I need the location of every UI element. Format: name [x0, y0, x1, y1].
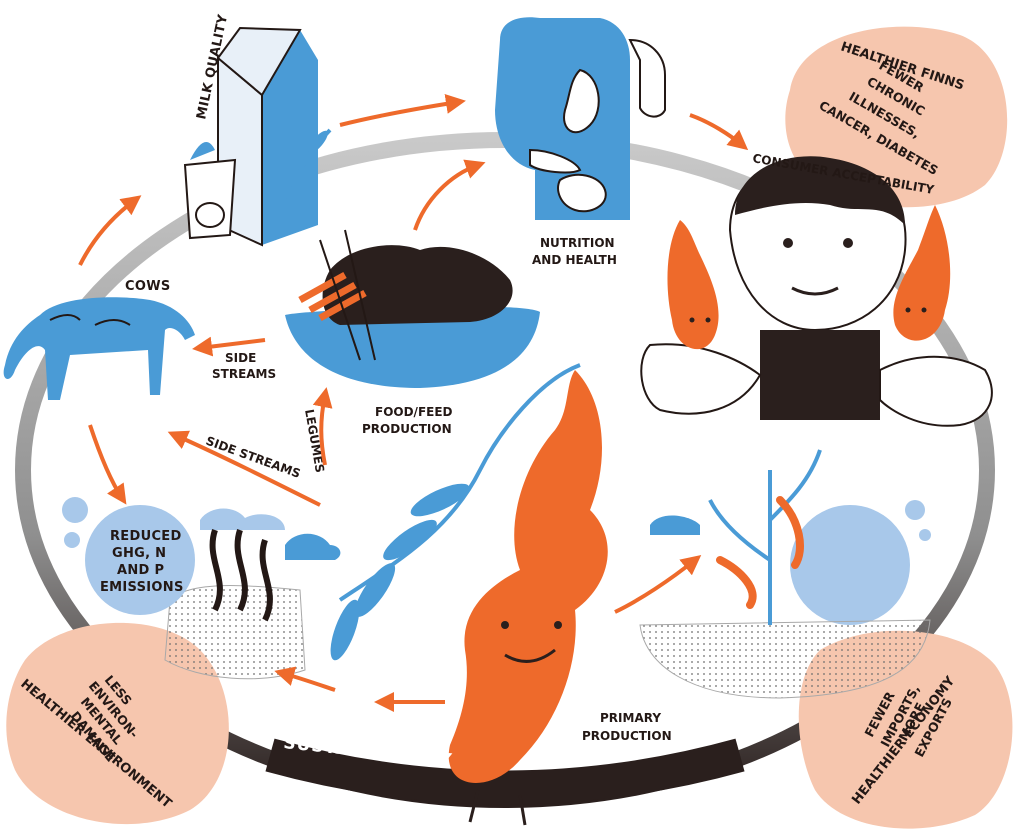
emissions-label-4: EMISSIONS	[100, 580, 184, 595]
arrow-legumes-up	[312, 387, 333, 466]
outcome-finns: HEALTHIER FINNS FEWER CHRONIC ILLNESSES,…	[785, 26, 1008, 208]
arrow-feed-to-cows	[192, 336, 266, 357]
food-feed-label-1: FOOD/FEED	[375, 405, 453, 419]
outcome-environment: HEALTHIER ENVIRONMENT LESS ENVIRON- MENT…	[6, 622, 229, 825]
arrow-milk-to-nutrition	[339, 93, 466, 127]
arrow-feed-to-torso	[413, 159, 486, 231]
food-feed-label-2: PRODUCTION	[362, 422, 452, 436]
milk-carton-icon	[183, 26, 332, 247]
emissions-circle	[85, 505, 195, 615]
held-bean-left-icon	[667, 220, 719, 350]
cows-label: COWS	[125, 279, 171, 294]
nutrition-label-2: AND HEALTH	[532, 253, 617, 267]
faba-bean-character-icon	[330, 363, 608, 826]
cow-icon	[3, 297, 196, 400]
side-streams-label-2: STREAMS	[212, 367, 276, 381]
primary-production-label-1: PRIMARY	[600, 711, 661, 725]
nutrition-label-1: NUTRITION	[540, 236, 615, 250]
child-face-icon	[640, 156, 993, 427]
emissions-label-1: REDUCED	[110, 529, 182, 544]
side-streams-label-1: SIDE	[225, 351, 256, 365]
soil-plant-icon	[639, 449, 931, 699]
arrow-bean-to-soil	[614, 555, 702, 614]
arrow-cows-to-milk	[78, 195, 142, 266]
arrow-side-streams-to-cows	[167, 430, 321, 507]
environment-blob	[6, 622, 229, 825]
flow-arrows	[78, 93, 749, 712]
emissions-area	[62, 497, 341, 680]
arrow-cows-to-emissions	[88, 424, 127, 505]
human-torso-stomach-icon	[495, 17, 666, 221]
emissions-label-3: AND P	[117, 563, 164, 578]
arrow-primary-to-emissions-2	[274, 666, 336, 692]
arrow-nutrition-to-consumer	[689, 113, 749, 151]
emissions-label-2: GHG, N	[112, 546, 166, 561]
legume-bowl-icon	[285, 229, 540, 388]
primary-production-label-2: PRODUCTION	[582, 729, 672, 743]
held-bean-right-icon	[893, 205, 951, 341]
